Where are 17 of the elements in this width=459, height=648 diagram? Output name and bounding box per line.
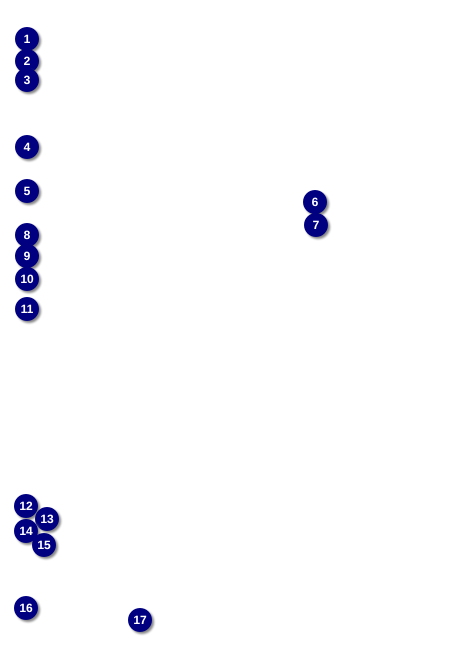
callout-number: 14	[14, 519, 38, 543]
callout-number: 4	[15, 135, 39, 159]
callout-number: 7	[304, 213, 328, 237]
callout-number: 2	[15, 49, 39, 73]
callout-number: 10	[15, 267, 39, 291]
callout-number: 1	[15, 27, 39, 51]
callout-number: 11	[15, 297, 39, 321]
callout-number: 13	[35, 507, 59, 531]
callout-number: 16	[14, 596, 38, 620]
callout-number: 5	[15, 179, 39, 203]
callout-number: 8	[15, 223, 39, 247]
callout-number: 15	[32, 533, 56, 557]
callout-number: 9	[15, 244, 39, 268]
callout-number: 6	[303, 190, 327, 214]
callout-number: 17	[128, 608, 152, 632]
callout-number: 3	[15, 68, 39, 92]
callout-number: 12	[14, 494, 38, 518]
